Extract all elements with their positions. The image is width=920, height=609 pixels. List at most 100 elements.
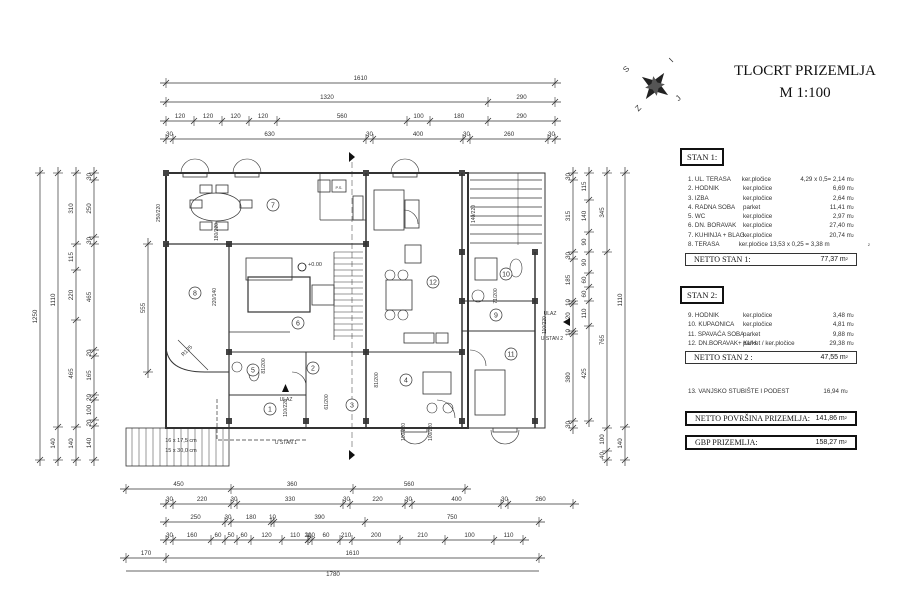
table (404, 199, 420, 229)
dimension-label: 220 (68, 289, 75, 300)
level-marker (297, 262, 307, 272)
dimension-label: 380 (565, 372, 572, 383)
dimension-label: 140 (50, 438, 57, 449)
door-swing (436, 399, 456, 419)
desk (422, 371, 452, 395)
dimension-label: 100 (413, 113, 424, 120)
window (392, 172, 418, 178)
terrace-outline (165, 244, 229, 373)
door-label: 110/220 (542, 316, 548, 334)
room-area-value: 11,41 m (829, 203, 852, 211)
dimension-label: 30 (366, 131, 373, 138)
window-shutter (390, 158, 420, 174)
entrance-label: ULAZ (544, 311, 557, 317)
dimension-label: 20 (86, 349, 93, 356)
dimension-label: 60 (581, 290, 588, 297)
room-number: 7 (271, 203, 275, 210)
netto-stan2-value: 47,55 m (820, 354, 846, 361)
dimension-label: 220 (372, 496, 383, 503)
dimension-label: 465 (68, 368, 75, 379)
room-number-circle (345, 398, 359, 412)
dimension-label: 465 (86, 291, 93, 302)
sofa (245, 257, 293, 281)
sink (317, 179, 331, 193)
room-area-value: 2,97 m (832, 213, 852, 221)
door-label: 140/220 (471, 205, 477, 223)
dimension-label: 290 (516, 94, 527, 101)
room-material: ker.pločice (741, 176, 771, 183)
door-label: 100/220 (401, 423, 407, 441)
dimension-label: 140 (581, 210, 588, 221)
room-material: ker.pločice (743, 222, 773, 230)
dining-table (385, 279, 413, 311)
dimension-label: 250 (86, 203, 93, 214)
room-area: 20,74 m2 (829, 231, 854, 239)
room-number: 3 (350, 403, 354, 410)
entrance-label: U STAN 1 (275, 440, 297, 446)
dimension-label: 120 (261, 532, 272, 539)
dimension-label: 110 (290, 532, 300, 539)
door-label: 61/200 (324, 394, 330, 410)
dimension-label: 110 (305, 532, 315, 539)
stairs-label: 16 x 17,5 cm (165, 438, 197, 444)
room-name: 12. DN.BORAVAK+ KUH. (688, 339, 759, 347)
room-material: ker.pločice (743, 213, 773, 221)
room-material: ker.pločice 13,53 x 0,25 = 3,38 m (738, 241, 830, 249)
door-label: 81/200 (261, 358, 267, 374)
room-name: 7. KUHINJA + BLAG. (688, 231, 747, 239)
room-area: 2,64 m2 (832, 194, 854, 202)
door-label: 110/220 (283, 399, 289, 417)
chair (199, 221, 213, 231)
room-area: 11,41 m2 (829, 203, 854, 211)
door-label: 100/220 (428, 423, 434, 441)
dimension-label: 160 (187, 532, 198, 539)
door-label: 71/200 (493, 288, 499, 304)
netto-stan2-label: NETTO STAN 2 : (694, 353, 753, 362)
room-material: ker.pločice (743, 231, 773, 239)
dimension-label: 345 (599, 207, 606, 218)
room-name: 10. KUPAONICA (688, 321, 735, 329)
entrance-label: ULAZ (280, 397, 293, 403)
extra-name: 13. VANJSKO STUBIŠTE I PODEST (688, 388, 790, 395)
dimension-label: 170 (141, 550, 152, 557)
column (163, 170, 169, 176)
dimension-label: 750 (447, 514, 458, 521)
dimension-label: 100 (599, 434, 606, 445)
room-name: 4. RADNA SOBA (688, 203, 736, 211)
title-text: TLOCRT PRIZEMLJA (734, 63, 876, 79)
dimension-label: 330 (285, 496, 296, 503)
dimension-label: 30 (463, 131, 470, 138)
room-area-value: 2,64 m (832, 194, 852, 202)
window-shutter (180, 158, 210, 174)
netto-prizemlja: NETTO POVRŠINA PRIZEMLJA: 141,86 m2 (685, 411, 857, 426)
dimension-label: 210 (341, 532, 352, 539)
chair (215, 221, 229, 231)
netto-stan1-value: 77,37 m (820, 256, 846, 263)
dimension-label: 30 (166, 131, 173, 138)
chair (442, 402, 454, 414)
window (492, 427, 518, 433)
dimension-label: 115 (581, 181, 588, 191)
dimension-label: 30 (548, 131, 555, 138)
window (234, 172, 260, 178)
room-area-value: 4,29 x 0,5= 2,14 m (800, 176, 852, 183)
room-name: 11. SPAVAĆA SOBA (688, 330, 745, 338)
room-number-circle (188, 286, 202, 300)
room-number: 4 (404, 378, 408, 385)
dimension-label: 185 (565, 274, 572, 285)
dimension-label: 315 (565, 210, 572, 221)
room-name: 6. DN. BORAVAK (688, 222, 737, 230)
room-material: ker.pločice (743, 312, 773, 319)
dimension-label: 30 (166, 532, 173, 539)
room-material: ker.pločice (743, 185, 773, 193)
section-marker (349, 152, 355, 162)
room-area: 27,40 m2 (829, 222, 854, 230)
door-label: 81/200 (374, 372, 380, 388)
room-area-value: 4,81 m (832, 321, 852, 329)
dimension-label: 765 (599, 334, 606, 345)
room-number-circle (263, 402, 277, 416)
